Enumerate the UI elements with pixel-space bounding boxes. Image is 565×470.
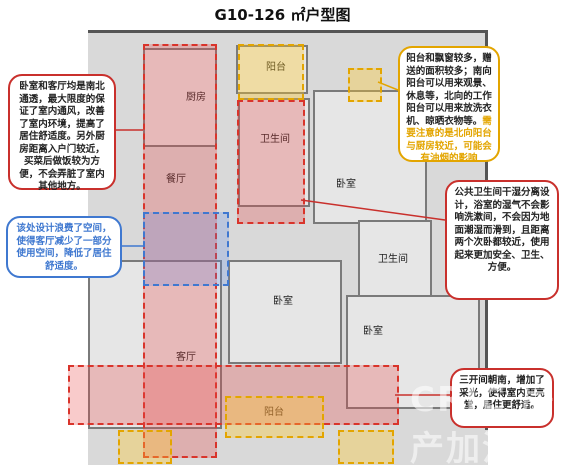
- bedroom-right-label: 卧室: [336, 179, 356, 190]
- zone-bay-window-right: [338, 430, 394, 464]
- bedroom-mid-label: 卧室: [273, 296, 293, 307]
- wall-top: [88, 30, 488, 33]
- kitchen-room: [143, 48, 217, 147]
- zone-bay-window-left: [118, 430, 172, 464]
- zone-wasted-space: [143, 212, 229, 286]
- zone-south-frontage: [68, 365, 399, 425]
- living-room: [88, 260, 222, 429]
- balcony-bottom-label: 阳台: [264, 407, 284, 418]
- bath-main-label: 卫生间: [260, 134, 290, 145]
- note-balconies-highlight: 需要注意的是北向阳台与厨房较近，可能会有油烟的影响: [406, 115, 492, 165]
- zone-bay-window-top: [348, 68, 382, 102]
- bedroom-mid-room: [228, 260, 342, 364]
- dining-label: 餐厅: [166, 174, 186, 185]
- zone-public-bath: [237, 100, 305, 224]
- bath-second-label: 卫生间: [378, 254, 408, 265]
- note-balconies-text: 阳台和飘窗较多，赠送的面积较多；南向阳台可以用来观景、休息等，北向的工作阳台可以…: [406, 53, 492, 127]
- bedroom-br-label: 卧室: [363, 326, 383, 337]
- living-label: 客厅: [176, 352, 196, 363]
- kitchen-label: 厨房: [186, 92, 206, 103]
- watermark: CRIC 房产加油: [410, 380, 557, 469]
- note-wasted-space: 该处设计浪费了空间，使得客厅减少了一部分使用空间，降低了居住舒适度。: [6, 216, 122, 278]
- bath-main-room: [238, 98, 310, 207]
- balcony-top-label: 阳台: [266, 62, 286, 73]
- note-public-bath: 公共卫生间干湿分离设计，浴室的湿气不会影响洗漱间，不会因为地面潮湿而滑到，且距离…: [445, 180, 559, 300]
- note-balconies: 阳台和飘窗较多，赠送的面积较多；南向阳台可以用来观景、休息等，北向的工作阳台可以…: [398, 46, 500, 165]
- zone-south-balcony: [225, 396, 324, 438]
- bedroom-br-room: [346, 295, 480, 409]
- note-ventilation: 卧室和客厅均是南北通透，最大限度的保证了室内通风，改善了室内环境，提高了居住舒适…: [8, 74, 116, 192]
- balcony-top-room: [236, 45, 308, 94]
- zone-north-balcony: [238, 44, 304, 100]
- page-title: G10-126 ㎡户型图: [214, 6, 351, 24]
- note-south-frontage: 三开间朝南，增加了采光，使得室内更亮堂，居住更舒适。: [450, 368, 554, 428]
